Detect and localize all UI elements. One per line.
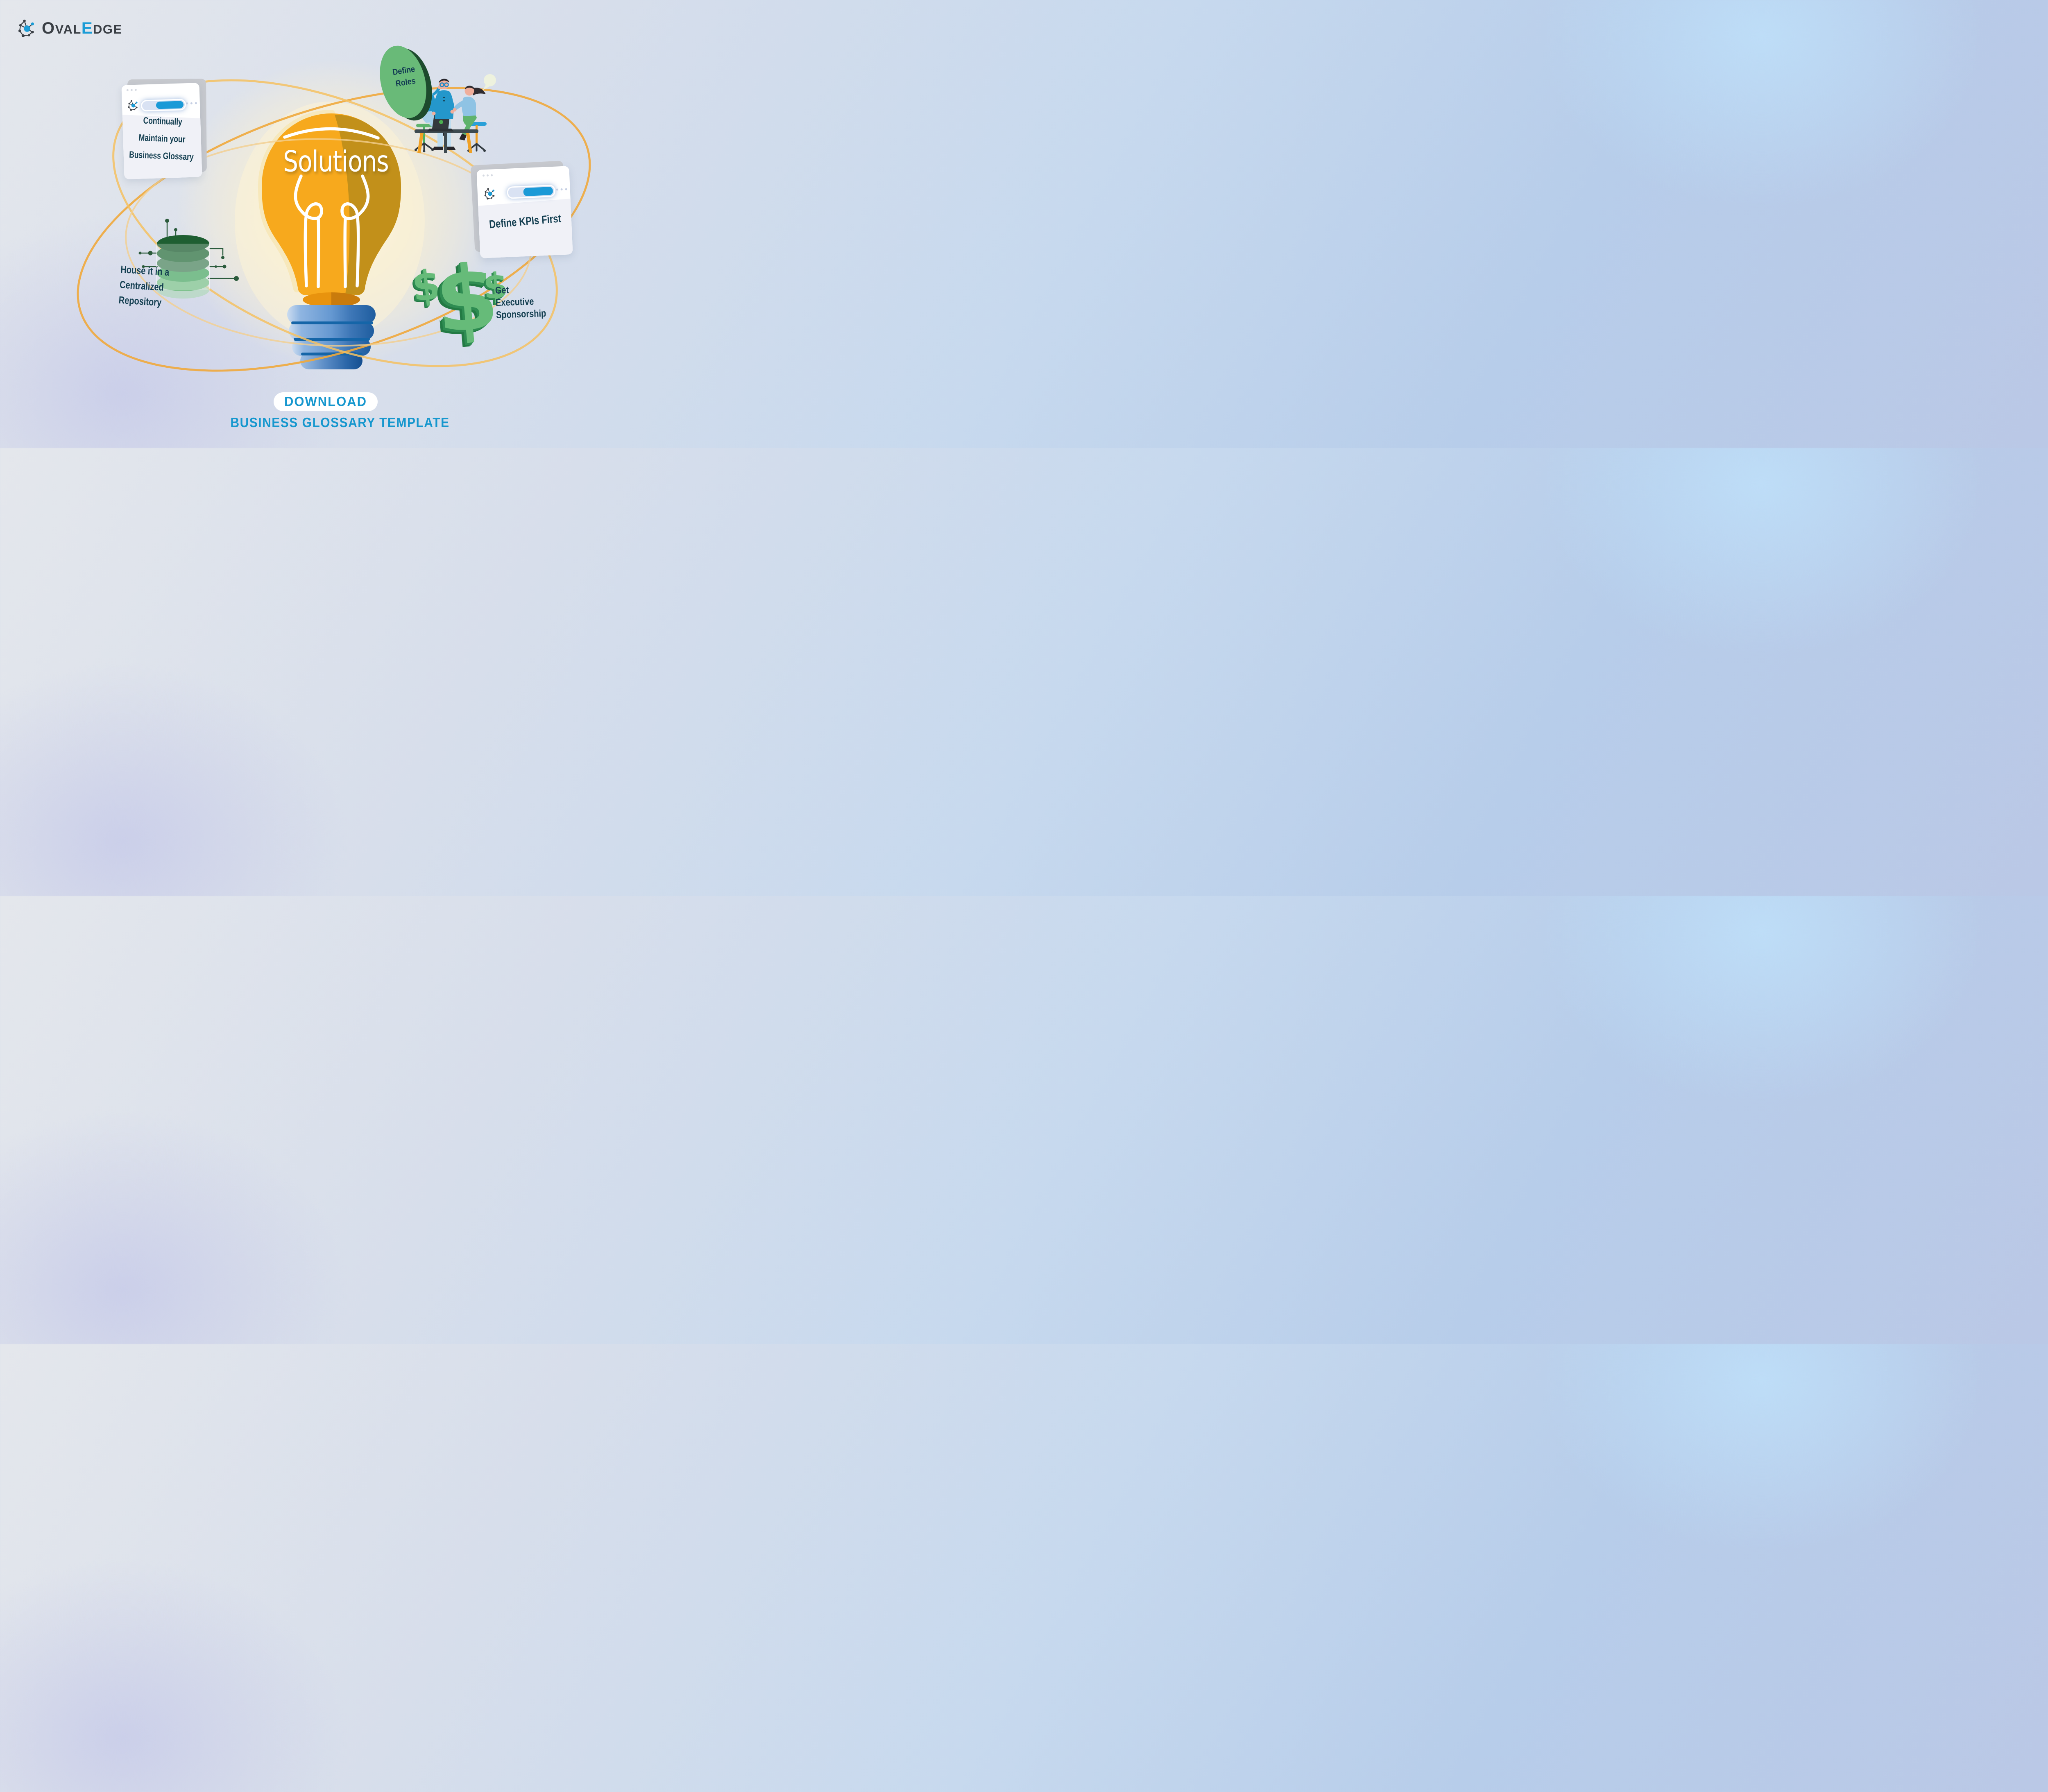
search-progress-fill bbox=[156, 101, 184, 109]
database-discs bbox=[156, 235, 210, 299]
ovaledge-logo-icon bbox=[484, 187, 496, 200]
person-center bbox=[432, 79, 455, 119]
solutions-title: Solutions bbox=[283, 144, 389, 179]
orbit-lines bbox=[77, 79, 591, 372]
card-title: Continually Maintain your Business Gloss… bbox=[124, 111, 200, 166]
filament bbox=[283, 127, 380, 288]
download-button-label: DOWNLOAD bbox=[284, 394, 367, 409]
database-illustration bbox=[138, 219, 239, 299]
people-illustration bbox=[414, 74, 496, 153]
card-title-line: Continually bbox=[143, 115, 183, 127]
ovaledge-logo-icon bbox=[18, 19, 37, 38]
browser-window: Continually Maintain your Business Gloss… bbox=[121, 83, 202, 179]
search-progress-fill bbox=[523, 186, 553, 197]
logo-part: O bbox=[42, 19, 55, 37]
badge-define-roles: Define Roles bbox=[376, 43, 437, 125]
ovaledge-logo-icon bbox=[128, 100, 140, 111]
logo-accent-letter: E bbox=[81, 19, 93, 37]
label-line: Sponsorship bbox=[496, 308, 546, 321]
card-maintain-glossary: Continually Maintain your Business Gloss… bbox=[121, 79, 207, 179]
browser-window: Define KPIs First bbox=[476, 166, 573, 258]
card-define-kpis: Define KPIs First bbox=[470, 161, 573, 258]
label-executive-sponsorship: Get Executive Sponsorship bbox=[495, 283, 566, 322]
card-title-line: Maintain your bbox=[138, 132, 186, 145]
logo-part: VAL bbox=[55, 22, 82, 36]
cta-subtitle: BUSINESS GLOSSARY TEMPLATE bbox=[230, 415, 450, 430]
label-centralized-repository: House it in a Centralized Repository bbox=[118, 262, 191, 312]
glass-cylinder bbox=[156, 244, 210, 290]
speech-bubble-icon bbox=[483, 74, 496, 90]
window-dots-icon bbox=[482, 174, 493, 177]
menu-dots-icon bbox=[186, 102, 197, 105]
card-title-line: Business Glossary bbox=[129, 149, 194, 162]
window-dots-icon bbox=[126, 88, 137, 91]
bulb-socket-shadow bbox=[331, 292, 360, 307]
download-button[interactable]: DOWNLOAD bbox=[274, 392, 378, 411]
glasses-icon bbox=[440, 82, 449, 87]
search-bar bbox=[507, 184, 556, 199]
person-right bbox=[453, 86, 486, 116]
badge-disc bbox=[380, 45, 432, 121]
menu-dots-icon bbox=[556, 188, 567, 191]
circuit-dots bbox=[138, 219, 239, 281]
lightbulb-illustration bbox=[235, 102, 425, 369]
search-bar bbox=[140, 99, 186, 112]
stool-left bbox=[415, 124, 434, 152]
logo-part: DGE bbox=[93, 22, 122, 36]
